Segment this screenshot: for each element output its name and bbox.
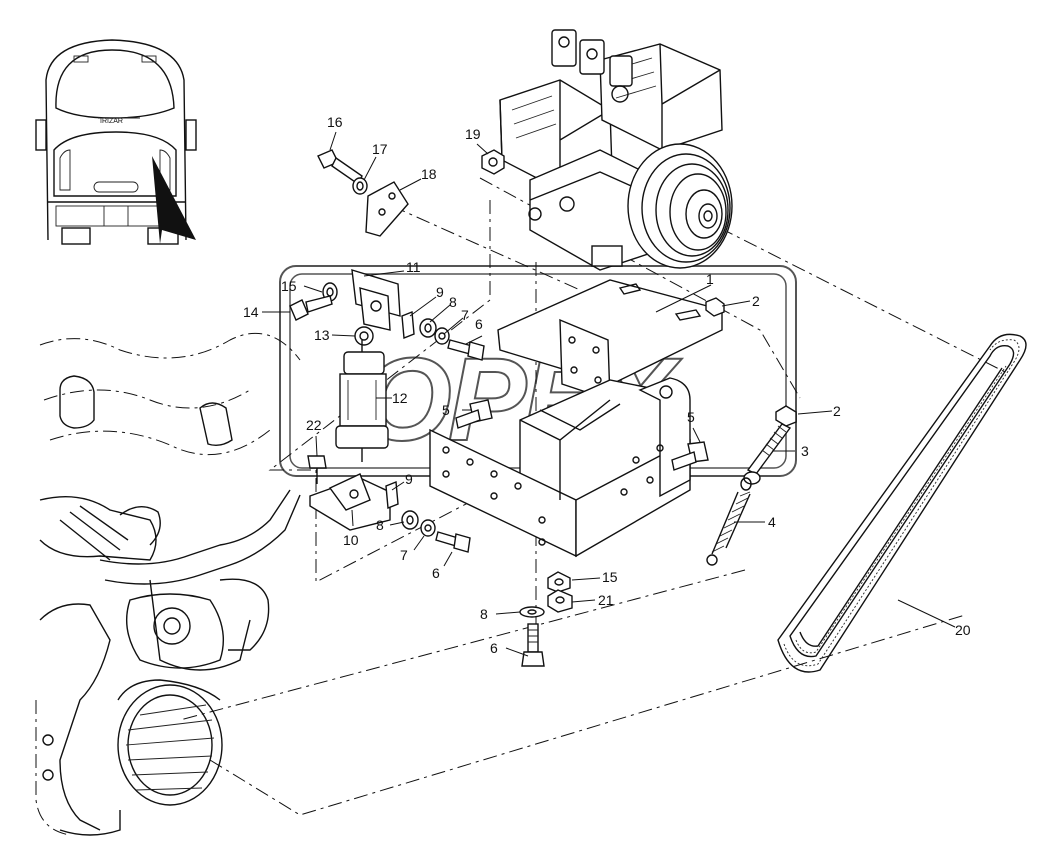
washer-17 <box>352 177 368 195</box>
compressor <box>499 29 733 271</box>
bolt-16 <box>317 149 363 186</box>
callout-3: 3 <box>801 443 809 459</box>
bolt-6-top <box>447 339 485 361</box>
bus-rear-view-thumbnail: IRIZAR <box>35 39 197 245</box>
nut-2-lower <box>775 405 797 427</box>
washer-8-bottom <box>401 510 419 530</box>
callout-5: 5 <box>687 409 695 425</box>
callout-2: 2 <box>833 403 841 419</box>
mounting-bracket <box>429 279 723 558</box>
callout-4: 4 <box>768 514 776 530</box>
bolt-5-middle <box>455 399 493 429</box>
svg-text:IRIZAR: IRIZAR <box>100 118 123 125</box>
nut-2-upper <box>705 297 725 317</box>
callout-15: 15 <box>602 569 618 585</box>
callout-8: 8 <box>480 606 488 622</box>
callout-17: 17 <box>372 141 388 157</box>
callout-20: 20 <box>955 622 971 638</box>
washer-8-top <box>419 318 437 338</box>
spacer-9-bottom <box>385 481 399 509</box>
bolt-6-bottom <box>435 531 471 553</box>
bolt-5-right <box>671 441 709 471</box>
nut-19 <box>481 149 505 175</box>
callout-10: 10 <box>343 532 359 548</box>
callout-9: 9 <box>436 284 444 300</box>
callout-7: 7 <box>461 307 469 323</box>
callout-7: 7 <box>400 547 408 563</box>
callout-8: 8 <box>449 294 457 310</box>
drive-belt-20 <box>777 333 1027 673</box>
adjusting-rod-3 <box>743 423 792 485</box>
callout-8: 8 <box>376 517 384 533</box>
bracket-11 <box>351 269 401 331</box>
nut-21 <box>547 589 573 613</box>
bolt-22 <box>307 455 327 484</box>
callout-22: 22 <box>306 417 322 433</box>
base-bracket-10 <box>309 473 391 531</box>
bolt-14 <box>289 295 333 321</box>
callout-2: 2 <box>752 293 760 309</box>
spacer-9-top <box>401 311 415 339</box>
washer-7-bottom <box>420 519 436 537</box>
callout-6: 6 <box>432 565 440 581</box>
washer-15-bottom <box>547 571 571 593</box>
callout-14: 14 <box>243 304 259 320</box>
washer-13 <box>354 326 374 346</box>
callout-11: 11 <box>406 259 421 275</box>
callout-labels: 1 2 2 3 4 5 5 6 6 6 7 7 8 8 8 9 9 10 11 … <box>243 114 971 656</box>
callout-1: 1 <box>706 271 714 287</box>
callout-15: 15 <box>281 278 297 294</box>
callout-18: 18 <box>421 166 437 182</box>
callout-6: 6 <box>475 316 483 332</box>
callout-19: 19 <box>465 126 481 142</box>
view-direction-arrow-icon <box>152 156 196 244</box>
callout-13: 13 <box>314 327 330 343</box>
callout-5: 5 <box>442 402 450 418</box>
leader-lines <box>262 131 956 657</box>
plate-18 <box>365 181 409 237</box>
washer-7-top <box>434 327 450 345</box>
callout-9: 9 <box>405 471 413 487</box>
tensioner-cylinder-12 <box>335 340 389 462</box>
engine-block <box>35 332 301 836</box>
washer-8-lower <box>519 606 545 618</box>
callout-16: 16 <box>327 114 343 130</box>
bolt-6-lower <box>521 623 545 667</box>
callout-21: 21 <box>598 592 614 608</box>
callout-6: 6 <box>490 640 498 656</box>
tension-spring-4 <box>706 477 752 566</box>
callout-12: 12 <box>392 390 408 406</box>
